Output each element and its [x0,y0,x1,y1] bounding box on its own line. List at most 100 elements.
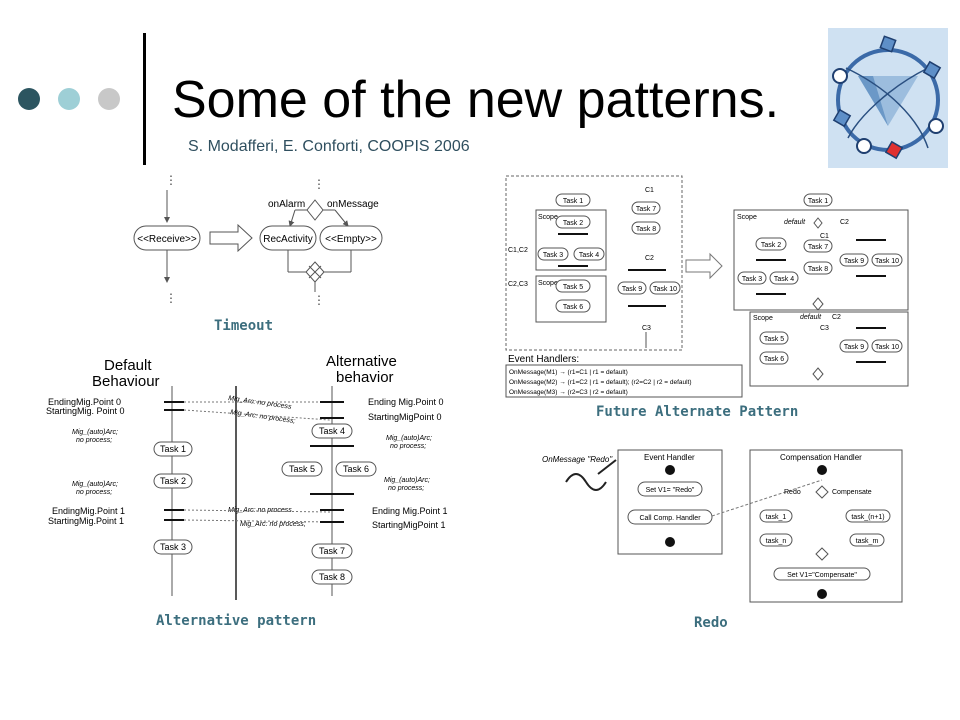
svg-text:task_n: task_n [766,538,787,545]
svg-text:StartingMig. Point 0: StartingMig. Point 0 [46,406,125,416]
svg-text:Compensation Handler: Compensation Handler [780,453,862,462]
svg-text:Mig_Arc: no process;: Mig_Arc: no process; [240,521,306,528]
svg-text:⋮: ⋮ [165,173,177,187]
svg-text:Mig_Arc: no process;: Mig_Arc: no process; [230,409,296,425]
svg-text:⋮: ⋮ [165,291,177,305]
svg-text:Mig_(auto)Arc;: Mig_(auto)Arc; [72,429,118,436]
scope-label-1: Scope [538,214,558,221]
svg-text:Task 1: Task 1 [160,444,186,454]
on-message-label: onMessage [327,199,379,210]
svg-text:Task 3: Task 3 [543,252,563,259]
event-handlers-title: Event Handlers: [508,354,579,365]
svg-text:Task 7: Task 7 [636,206,656,213]
svg-text:Alternative: Alternative [326,353,397,370]
svg-text:C2: C2 [840,219,849,226]
svg-text:Mig_(auto)Arc;: Mig_(auto)Arc; [384,477,430,484]
svg-text:Task 8: Task 8 [808,266,828,273]
redo-caption: Redo [694,615,728,631]
svg-text:Event Handler: Event Handler [644,453,695,462]
redo-diagram: OnMessage "Redo" Event Handler Set V1= "… [542,449,903,603]
svg-text:task_(n+1): task_(n+1) [851,514,884,521]
receive-label: <<Receive>> [137,234,197,245]
svg-text:Scope: Scope [737,214,757,221]
svg-text:Set V1="Compensate": Set V1="Compensate" [787,572,857,579]
svg-text:Task 4: Task 4 [579,252,599,259]
accent-dot-light [58,88,80,110]
svg-text:EndingMig.Point 0: EndingMig.Point 0 [48,397,121,407]
on-message-redo: OnMessage "Redo" [542,455,613,464]
svg-text:Ending Mig.Point 1: Ending Mig.Point 1 [372,506,448,516]
accent-dot-gray [98,88,120,110]
svg-text:Task 10: Task 10 [875,344,899,351]
alternative-caption: Alternative pattern [156,613,317,629]
timeout-diagram: ⋮ <<Receive>> ⋮ ⋮ onAlarm onMessage RecA… [133,173,383,307]
svg-text:Task 2: Task 2 [761,242,781,249]
svg-text:Task 4: Task 4 [319,426,345,436]
svg-text:default: default [800,314,822,321]
svg-text:Default: Default [104,357,152,374]
svg-text:Task 6: Task 6 [343,464,369,474]
svg-text:OnMessage(M2) → (r1=C2 | r1 =: OnMessage(M2) → (r1=C2 | r1 = default); … [509,379,692,386]
svg-text:StartingMig.Point 1: StartingMig.Point 1 [48,516,124,526]
empty-label: <<Empty>> [325,234,377,245]
title-divider [143,33,146,165]
svg-text:Task 6: Task 6 [563,304,583,311]
svg-text:StartingMigPoint 1: StartingMigPoint 1 [372,520,446,530]
svg-text:OnMessage(M1) → (r1=C1 | r1 =: OnMessage(M1) → (r1=C1 | r1 = default) [509,369,628,376]
svg-text:Mig_Arc: no process: Mig_Arc: no process [228,395,293,411]
svg-text:default: default [784,219,806,226]
svg-text:Call Comp. Handler: Call Comp. Handler [639,515,701,522]
diamond-network-logo [828,28,948,168]
svg-text:C3: C3 [820,325,829,332]
svg-text:OnMessage(M3) → (r2=C3 | r2 =: OnMessage(M3) → (r2=C3 | r2 = default) [509,389,628,396]
svg-text:Task 5: Task 5 [563,284,583,291]
svg-text:Task 3: Task 3 [742,276,762,283]
svg-text:Task 5: Task 5 [289,464,315,474]
svg-text:EndingMig.Point 1: EndingMig.Point 1 [52,506,125,516]
svg-text:C2: C2 [645,255,654,262]
svg-text:Task 1: Task 1 [563,198,583,205]
svg-text:no process;: no process; [76,489,112,496]
svg-text:Mig_Arc: no process: Mig_Arc: no process [228,507,292,514]
svg-text:Mig_(auto)Arc;: Mig_(auto)Arc; [386,435,432,442]
svg-text:⋮: ⋮ [313,177,325,191]
svg-text:StartingMigPoint 0: StartingMigPoint 0 [368,412,442,422]
alternative-pattern-diagram: Default Behaviour Alternative behavior E… [46,353,448,600]
svg-text:Task 2: Task 2 [160,476,186,486]
svg-text:Scope: Scope [753,315,773,322]
svg-text:C2: C2 [832,314,841,321]
svg-text:Task 6: Task 6 [764,356,784,363]
future-alternate-caption: Future Alternate Pattern [596,404,799,420]
svg-text:no process;: no process; [390,443,426,450]
svg-text:no process;: no process; [76,437,112,444]
svg-text:Ending Mig.Point 0: Ending Mig.Point 0 [368,397,444,407]
svg-text:behavior: behavior [336,369,394,386]
svg-text:Task 7: Task 7 [808,244,828,251]
svg-text:task_m: task_m [856,538,879,545]
svg-text:Behaviour: Behaviour [92,373,160,390]
svg-text:Task 4: Task 4 [774,276,794,283]
svg-text:Compensate: Compensate [832,489,872,496]
svg-text:Set V1= "Redo": Set V1= "Redo" [646,487,695,494]
svg-text:Task 3: Task 3 [160,542,186,552]
svg-text:Task 1: Task 1 [808,198,828,205]
slide-title: Some of the new patterns. [172,71,780,129]
svg-text:Mig_(auto)Arc;: Mig_(auto)Arc; [72,481,118,488]
svg-text:Task 9: Task 9 [622,286,642,293]
future-alternate-diagram: Scope Scope C1,C2 C2,C3 Task 1 Task 2 Ta… [505,175,909,398]
svg-text:C1: C1 [820,233,829,240]
svg-text:Task 9: Task 9 [844,258,864,265]
svg-text:Task 5: Task 5 [764,336,784,343]
svg-text:Task 8: Task 8 [319,572,345,582]
svg-text:Task 10: Task 10 [875,258,899,265]
svg-text:Task 10: Task 10 [653,286,677,293]
svg-text:Task 7: Task 7 [319,546,345,556]
c2c3-label: C2,C3 [508,281,528,288]
svg-text:⋮: ⋮ [313,293,325,307]
svg-text:Redo: Redo [784,489,801,496]
svg-text:no process;: no process; [388,485,424,492]
svg-text:C3: C3 [642,325,651,332]
svg-text:Task 8: Task 8 [636,226,656,233]
accent-dot-dark [18,88,40,110]
svg-text:Task 2: Task 2 [563,220,583,227]
